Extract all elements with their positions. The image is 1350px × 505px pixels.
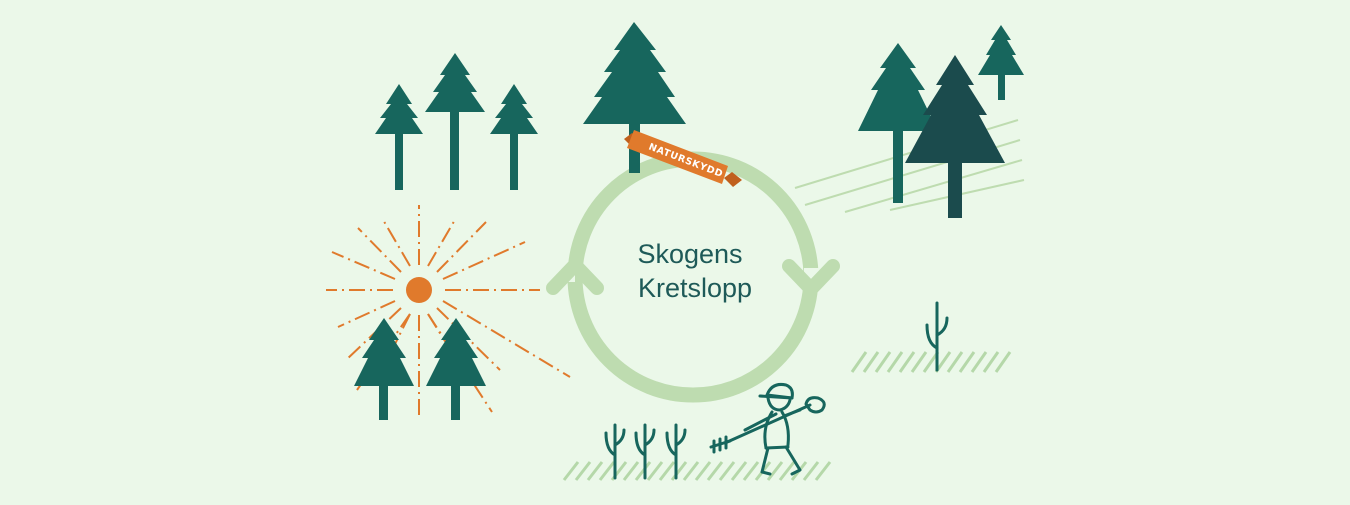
tree-icon: [905, 55, 1005, 218]
seedling-icon: [636, 425, 654, 478]
ground-hatch-right: [852, 352, 1010, 372]
diagram-title-line-2: Kretslopp: [638, 273, 752, 303]
tree-icon: [490, 84, 538, 190]
mature-forest-trees: [858, 25, 1024, 218]
ground-hatch-bottom: [564, 462, 830, 480]
tree-icon: [858, 43, 938, 203]
diagram-title-line-1: Skogens: [637, 239, 742, 269]
slope-lines: [795, 120, 1024, 212]
young-forest-trees: [375, 53, 538, 190]
seedling-icon: [667, 425, 685, 478]
planter-worker-icon: [711, 384, 824, 474]
tree-icon: [978, 25, 1024, 100]
tree-icon: [375, 84, 423, 190]
tree-icon: [425, 53, 485, 190]
tree-icon: [426, 318, 486, 420]
tree-icon: [354, 318, 414, 420]
sun-icon: [326, 205, 570, 420]
